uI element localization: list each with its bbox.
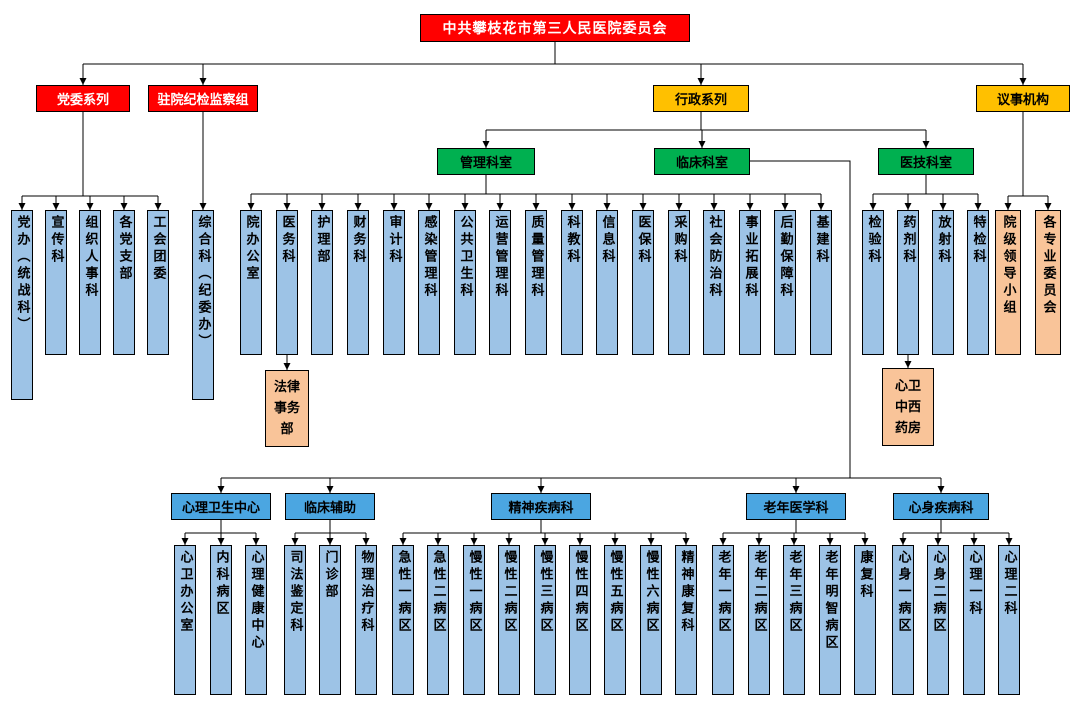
branch-discipline-inspection: 驻院纪检监察组	[148, 85, 258, 112]
dept-box: 科教科	[561, 210, 583, 355]
dept-box: 各专业委员会	[1035, 210, 1061, 355]
dept-box: 护理部	[311, 210, 333, 355]
dept-box: 门诊部	[319, 545, 341, 695]
dept-box: 心身一病区	[892, 545, 914, 695]
group-mental-health-center: 心理卫生中心	[171, 493, 271, 520]
dept-box: 慢性三病区	[534, 545, 556, 695]
dept-box: 院办公室	[240, 210, 262, 355]
branch-administrative: 行政系列	[653, 85, 749, 112]
dept-box: 药剂科	[897, 210, 919, 355]
dept-box: 医保科	[632, 210, 654, 355]
dept-box: 老年三病区	[783, 545, 805, 695]
dept-box: 信息科	[596, 210, 618, 355]
dept-box: 心身二病区	[927, 545, 949, 695]
dept-box: 康复科	[854, 545, 876, 695]
branch-party-committee: 党委系列	[36, 85, 130, 112]
dept-box: 心卫办公室	[174, 545, 196, 695]
dept-box: 急性二病区	[427, 545, 449, 695]
group-psychiatric-dept: 精神疾病科	[491, 493, 591, 520]
dept-box: 社会防治科	[703, 210, 725, 355]
dept-box: 院级领导小组	[995, 210, 1021, 355]
dept-box: 事业拓展科	[739, 210, 761, 355]
group-psychosomatic-dept: 心身疾病科	[893, 493, 989, 520]
dept-box: 特检科	[967, 210, 989, 355]
dept-box: 各党支部	[113, 210, 135, 355]
dept-box: 老年二病区	[748, 545, 770, 695]
pharmacy-box: 心卫中西药房	[882, 368, 934, 446]
section-clinical: 临床科室	[654, 148, 750, 175]
dept-box: 采购科	[668, 210, 690, 355]
dept-box: 基建科	[810, 210, 832, 355]
dept-box: 老年一病区	[712, 545, 734, 695]
dept-box: 党办（统战科）	[11, 210, 33, 400]
dept-box: 精神康复科	[675, 545, 697, 695]
group-clinical-support: 临床辅助	[285, 493, 375, 520]
dept-box: 司法鉴定科	[284, 545, 306, 695]
dept-box: 慢性四病区	[569, 545, 591, 695]
dept-box: 慢性五病区	[604, 545, 626, 695]
dept-box: 质量管理科	[525, 210, 547, 355]
section-management: 管理科室	[437, 148, 535, 175]
dept-box: 放射科	[932, 210, 954, 355]
dept-box: 综合科（纪委办）	[192, 210, 214, 400]
dept-box: 工会团委	[147, 210, 169, 355]
dept-box: 心理健康中心	[245, 545, 267, 695]
dept-box: 内科病区	[210, 545, 232, 695]
dept-box: 心理一科	[963, 545, 985, 695]
dept-box: 感染管理科	[418, 210, 440, 355]
group-geriatric-dept: 老年医学科	[746, 493, 846, 520]
dept-box: 急性一病区	[392, 545, 414, 695]
dept-box: 慢性二病区	[498, 545, 520, 695]
dept-box: 审计科	[383, 210, 405, 355]
branch-deliberative: 议事机构	[976, 85, 1070, 112]
chart-title: 中共攀枝花市第三人民医院委员会	[420, 14, 690, 42]
dept-box: 组织人事科	[79, 210, 101, 355]
dept-box: 财务科	[347, 210, 369, 355]
dept-box: 慢性一病区	[463, 545, 485, 695]
dept-box: 运营管理科	[489, 210, 511, 355]
dept-box: 医务科	[276, 210, 298, 355]
dept-box: 后勤保障科	[774, 210, 796, 355]
dept-box: 宣传科	[45, 210, 67, 355]
dept-box: 慢性六病区	[640, 545, 662, 695]
section-medtech: 医技科室	[878, 148, 974, 175]
dept-box: 检验科	[862, 210, 884, 355]
dept-box: 公共卫生科	[454, 210, 476, 355]
legal-affairs-box: 法律事务部	[265, 370, 309, 447]
dept-box: 心理二科	[998, 545, 1020, 695]
dept-box: 老年明智病区	[819, 545, 841, 695]
dept-box: 物理治疗科	[355, 545, 377, 695]
